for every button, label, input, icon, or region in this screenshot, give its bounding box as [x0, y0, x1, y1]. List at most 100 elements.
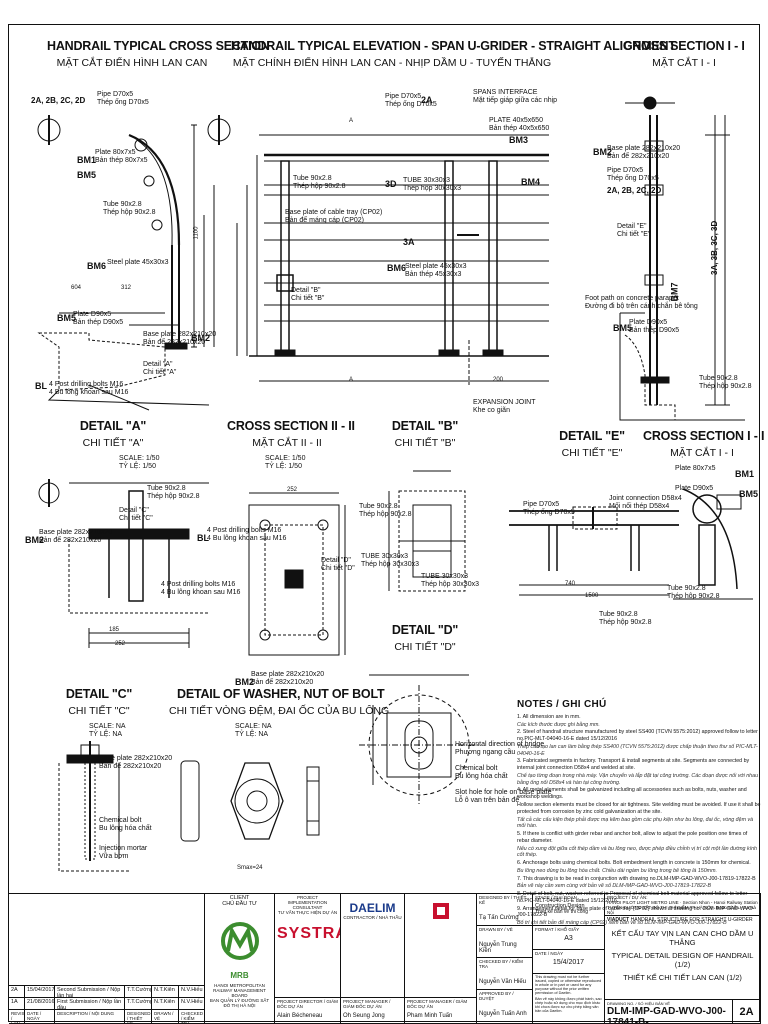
detail-b-tube30-vn: Thép hộp 30x30x3: [361, 561, 419, 568]
section-i2-subtitle: MẶT CẮT I - I: [670, 447, 734, 459]
bl-tag-ii: BL: [197, 533, 209, 543]
note-4-vn: Tất cả các cấu kiện thép phải được mạ kẽ…: [517, 816, 754, 830]
rev-head-no: REVISION / LẦN: [9, 1010, 25, 1024]
detail-d-ref: Detail "D": [321, 557, 351, 564]
copyright-text: This drawing must not be further issued,…: [535, 975, 602, 995]
dim-a-bottom: A: [349, 377, 354, 383]
note-7: 7. This drawing is to be read in conjunc…: [517, 875, 756, 882]
notes-heading: NOTES / GHI CHÚ: [517, 699, 607, 710]
section-i2-drawing: [673, 488, 753, 600]
base-plate-s: Base plate 282x210x20: [607, 145, 681, 152]
elevation-subtitle: MẶT CHÍNH ĐIỂN HÌNH LAN CAN - NHỊP DẦM U…: [232, 57, 552, 69]
section-i-drawing: [619, 96, 745, 421]
detail-e-drawing: [509, 506, 679, 596]
subject-text-vn: KẾT CẤU TAY VỊN LAN CAN CHO DẦM U THẲNG: [611, 929, 754, 947]
designer-name: Tạ Tấn Cường: [479, 915, 519, 921]
detail-d-slot: Slot hole for hole on base plate: [455, 789, 552, 796]
detail-a-dim-185: 185: [109, 627, 120, 633]
sheet-title: TYPICAL DETAIL DESIGN OF HANDRAIL (1/2): [611, 951, 754, 969]
bm1-tag-2: BM1: [735, 469, 755, 479]
client-cell: CLIENT CHỦ ĐẦU TƯ MRB HANOI METROPOLITAN…: [205, 894, 275, 1024]
detail-e-dim-1500: 1500: [585, 593, 599, 599]
stage-value-vn: Thiết kế bản vẽ thi công: [535, 909, 589, 915]
designed-cell: DESIGNED BY / THIẾT KẾ Tạ Tấn Cường: [477, 894, 533, 926]
rev-head-drawn: DRAWN / VẼ: [152, 1010, 179, 1024]
detail-d-drawing: [359, 674, 479, 805]
plate-d90-s-vn: Bản thép D90x5: [629, 327, 680, 334]
sub-person: Pham Minh Tuấn: [407, 1013, 453, 1019]
section-ii-title: CROSS SECTION II - II: [227, 419, 355, 433]
stage-value: Construction Design: [535, 903, 585, 909]
subject-cell: VIADUCT HANDRAIL STRUCTURE FOR STRAIGHT …: [605, 916, 761, 1000]
tube-label-vn: Thép hộp 90x2.8: [103, 209, 156, 216]
checked-cell: CHECKED BY / KIỂM TRA Nguyễn Văn Hiếu: [477, 958, 533, 990]
note-4b: Hollow section elements must be closed f…: [517, 801, 761, 815]
rev-2-desc: First Submission / Nộp lần đầu: [55, 998, 125, 1010]
note-6-vn: Bu lông neo dùng bu lông hóa chất. Chiều…: [517, 867, 717, 874]
stage-cell: STAGE / GIAI ĐOẠN Construction Design Th…: [533, 894, 605, 926]
plate-d90-s: Plate D90x5: [629, 319, 668, 326]
note-7-vn: Bản vẽ này cần xem cùng với bản vẽ số DL…: [517, 883, 711, 890]
client-label: CLIENT: [229, 895, 250, 901]
format-value: A3: [564, 935, 573, 942]
mrb-logo-icon: [220, 922, 259, 960]
consultant-label-vn: TƯ VẤN THỰC HIỆN DỰ ÁN: [277, 910, 338, 915]
elevation-title: HANDRAIL TYPICAL ELEVATION - SPAN U-GRID…: [231, 39, 676, 53]
tube-label-elev: Tube 90x2.8: [293, 175, 332, 182]
detail-e-ref: Detail "E": [617, 223, 647, 230]
project-name: HANOI PILOT LIGHT METRO LINE · Section N…: [607, 900, 758, 905]
contractor-label: CONTRACTOR / NHÀ THẦU: [343, 915, 402, 920]
bm6-tag: BM6: [87, 261, 107, 271]
elevation-drawing: [207, 115, 549, 385]
mark-3d: 3D: [385, 179, 397, 189]
bm5-tag-2: BM5: [57, 313, 77, 323]
drawn-cell: DRAWN BY / VẼ Nguyễn Trung Kiên: [477, 926, 533, 958]
client-name: MRB: [230, 971, 249, 980]
detail-e-dim-740: 740: [565, 581, 576, 587]
detail-d-title: DETAIL "D": [391, 623, 459, 637]
revision-blank: [9, 894, 205, 986]
mark-3a: 3A: [403, 237, 415, 247]
drawer-name: Nguyễn Trung Kiên: [479, 942, 517, 954]
detail-e-ref-vn: Chi tiết "E": [617, 231, 651, 238]
washer-subtitle: CHI TIẾT VÒNG ĐỆM, ĐAI ỐC CỦA BU LÔNG: [169, 705, 390, 717]
section-ii-scale: SCALE: 1/50: [265, 455, 306, 462]
detail-a-scale-vn: TỶ LỆ: 1/50: [119, 463, 156, 470]
sub-pm-label: PROJECT MANAGER / GIÁM ĐỐC DỰ ÁN: [407, 999, 468, 1009]
detail-e-tube-vn: Thép hộp 90x2.8: [599, 619, 652, 626]
subject-label: VIADUCT: [607, 917, 630, 923]
project-label: PROJECT / DỰ ÁN:: [607, 895, 648, 900]
note-5: 5. If there is conflict with girder reba…: [517, 831, 748, 844]
rev-head-checked: CHECKED / KIỂM TRA: [179, 1010, 205, 1024]
note-2: 2. Steel of handrail structure manufactu…: [517, 729, 758, 743]
contractor-pm-label: PROJECT MANAGER / GIÁM ĐỐC DỰ ÁN: [343, 999, 391, 1009]
date-value: 15/4/2017: [552, 959, 585, 966]
detail-c-scale-vn: TỶ LỆ: NA: [89, 731, 123, 738]
section-ii-scale-vn: TỶ LỆ: 1/50: [265, 463, 302, 470]
detail-c-subtitle: CHI TIẾT "C": [68, 705, 130, 717]
detail-a-tube-vn: Thép hộp 90x2.8: [147, 493, 200, 500]
rev-2-checked: N.V.Hiếu: [179, 998, 205, 1010]
checked-label: CHECKED BY / KIỂM TRA: [479, 959, 523, 969]
section-ii-dim-252: 252: [287, 487, 298, 493]
note-1: 1. All dimension are in mm.: [517, 713, 581, 720]
detail-e-tube: Tube 90x2.8: [599, 611, 638, 618]
rev-1-desc: Second Submission / Nộp lần hai: [55, 986, 125, 998]
detail-b-drawing: [388, 470, 466, 592]
client-label-vn: CHỦ ĐẦU TƯ: [222, 901, 257, 907]
contractor-pm-cell: PROJECT MANAGER / GIÁM ĐỐC DỰ ÁN Oh Seun…: [341, 998, 405, 1024]
format-cell: FORMAT / KHỔ GIẤY A3: [533, 926, 605, 950]
mark-3abc: 3A, 3B, 3C, 3D: [710, 220, 719, 275]
title-block: 2A 15/04/2017 Second Submission / Nộp lầ…: [9, 893, 761, 1024]
section-ii-base: Base plate 282x210x20: [251, 671, 325, 678]
section-ii-bolts: 4 Post drilling bolts M16: [207, 527, 282, 534]
consultant-cell: PROJECT IMPLEMENTATION CONSULTANT TƯ VẤN…: [275, 894, 341, 998]
bm6-tag-elev: BM6: [387, 263, 407, 273]
section-ii-bolts-vn: 4 Bu lông khoan sau M16: [207, 535, 287, 542]
daelim-logo: DAELIM: [349, 901, 396, 915]
rev-1-drawn: N.T.Kiên: [152, 986, 179, 998]
tube-30-label-vn: Thép hộp 30x30x3: [403, 185, 461, 192]
note-8: 8. Detail of bolt, nut, washer referred …: [517, 891, 748, 904]
bm2-tag-ii: BM2: [235, 677, 255, 687]
detail-e-joint: Joint connection D58x4: [609, 495, 682, 502]
